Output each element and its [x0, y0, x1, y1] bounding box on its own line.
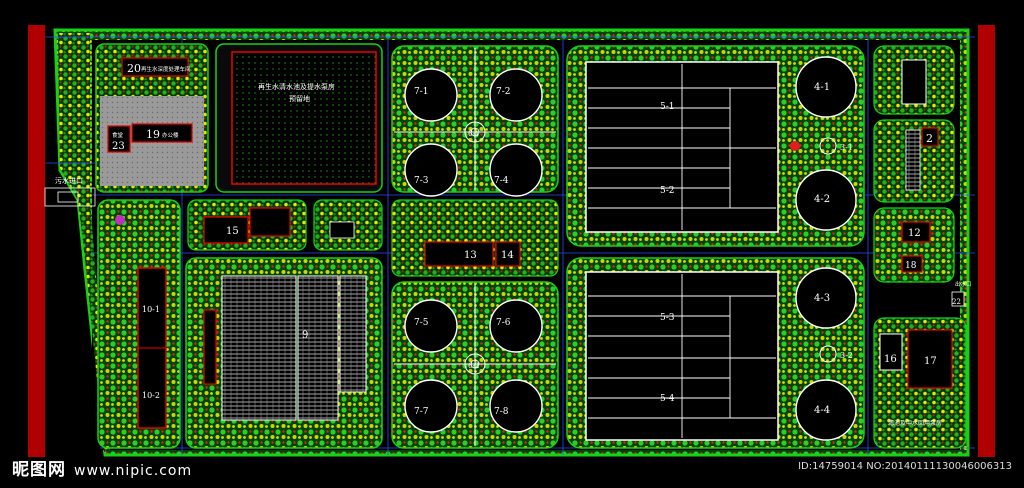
- building-19-name: 办公楼: [162, 131, 179, 139]
- building-15-label: 15: [226, 226, 239, 237]
- building-23-name: 食堂: [112, 131, 124, 139]
- building-13-label: 13: [464, 250, 477, 261]
- building-19: [131, 123, 193, 143]
- tank-7-5: [404, 299, 458, 353]
- watermark-brand-text: 昵图网: [12, 460, 66, 480]
- building-20-number: 20: [127, 62, 141, 75]
- basin-5-1-label: 5-1: [660, 102, 675, 112]
- building-10-1-label: 10-1: [142, 305, 160, 314]
- tank-7-5-label: 7-5: [414, 318, 429, 328]
- basin-bottom-lanes: [588, 274, 776, 438]
- building-14: [495, 241, 521, 267]
- building-10-2-label: 10-2: [142, 391, 160, 400]
- building-2-label: 2: [926, 132, 933, 145]
- pipe-9: [203, 309, 217, 385]
- reserved-land-line1: 再生水清水池及提水泵房: [258, 82, 335, 91]
- splitter-3-1: [819, 137, 837, 155]
- tanks-b: [404, 299, 543, 433]
- outlet-label: 出水口: [955, 280, 972, 288]
- gate-area: [44, 187, 96, 207]
- filter-9-b: [297, 275, 339, 421]
- building-17: [907, 329, 953, 389]
- basin-top-lanes: [588, 64, 776, 230]
- building-15-annex: [249, 207, 291, 237]
- tank-7-6-label: 7-6: [496, 318, 511, 328]
- clarifier-4-2: [795, 169, 857, 231]
- building-9-label: 9: [302, 330, 308, 341]
- clarifier-4-1: [795, 56, 857, 118]
- building-23-number: 23: [112, 141, 125, 152]
- tank-7-3: [404, 143, 458, 197]
- filter-9-c: [339, 275, 367, 393]
- building-20-name: 再生水深度处理车间: [141, 65, 191, 73]
- filter-9-a: [221, 275, 297, 421]
- right-bottom-caption: 滤池及中水回用泵房: [888, 419, 942, 427]
- tank-7-2-label: 7-2: [496, 87, 511, 97]
- clarifier-4-2-label: 4-2: [814, 194, 830, 205]
- building-16: [879, 333, 903, 371]
- building-23: [107, 125, 131, 153]
- building-17-label: 17: [924, 356, 937, 367]
- building-12: [901, 221, 931, 243]
- building-18-label: 18: [905, 261, 917, 271]
- center-6-1: [464, 121, 486, 143]
- splitter-3-2-label: 3-2: [840, 351, 853, 360]
- building-13: [424, 241, 494, 267]
- clarifier-4-4-label: 4-4: [814, 405, 830, 416]
- basin-5-2-label: 5-2: [660, 186, 675, 196]
- gate-label: 污水进口: [55, 176, 83, 185]
- basin-5-3-label: 5-3: [660, 313, 675, 323]
- building-20: [121, 57, 189, 77]
- tank-7-7: [404, 379, 458, 433]
- building-22-label: 22: [952, 298, 961, 306]
- center-6-1-label: 6-1: [468, 130, 479, 138]
- building-15: [203, 216, 249, 244]
- building-22: [951, 291, 965, 307]
- tank-7-1: [404, 68, 458, 122]
- tanks-a: [404, 68, 543, 197]
- watermark-brand: 昵图网 www.nipic.com: [12, 455, 192, 480]
- building-19-number: 19: [146, 128, 160, 141]
- clarifier-4-3-label: 4-3: [814, 293, 830, 304]
- tank-7-1-label: 7-1: [414, 87, 429, 97]
- block-12: [873, 207, 955, 283]
- tank-7-4-label: 7-4: [494, 176, 509, 186]
- building-16-label: 16: [884, 354, 897, 365]
- left-red-border: [28, 25, 45, 457]
- clarifier-4-3: [795, 267, 857, 329]
- tank-7-7-label: 7-7: [414, 407, 429, 417]
- splitter-3-2: [819, 345, 837, 363]
- tank-7-3-label: 7-3: [414, 176, 429, 186]
- basin-5-4-label: 5-4: [660, 394, 675, 404]
- building-18: [901, 255, 923, 273]
- tank-7-6: [489, 299, 543, 353]
- tank-7-4: [489, 143, 543, 197]
- reserved-land-line2: 预留地: [289, 94, 310, 103]
- center-6-2: [464, 353, 486, 375]
- tank-7-8-label: 7-8: [494, 407, 509, 417]
- tank-7-8: [489, 379, 543, 433]
- tank-7-2: [489, 68, 543, 122]
- right-red-border: [978, 25, 995, 457]
- splitter-3-1-label: 3-1: [840, 143, 853, 152]
- watermark-id: ID:14759014 NO:20140111130046006313: [798, 461, 1012, 472]
- building-14-label: 14: [501, 250, 514, 261]
- reserved-land-inner: [231, 51, 377, 185]
- clarifier-4-4: [795, 379, 857, 441]
- building-12-label: 12: [908, 228, 921, 239]
- left-wedge-landscape: [58, 33, 110, 452]
- building-2: [921, 127, 939, 147]
- clarifier-4-1-label: 4-1: [814, 82, 830, 93]
- center-6-2-label: 6-2: [468, 362, 479, 370]
- watermark-site: www.nipic.com: [74, 463, 193, 479]
